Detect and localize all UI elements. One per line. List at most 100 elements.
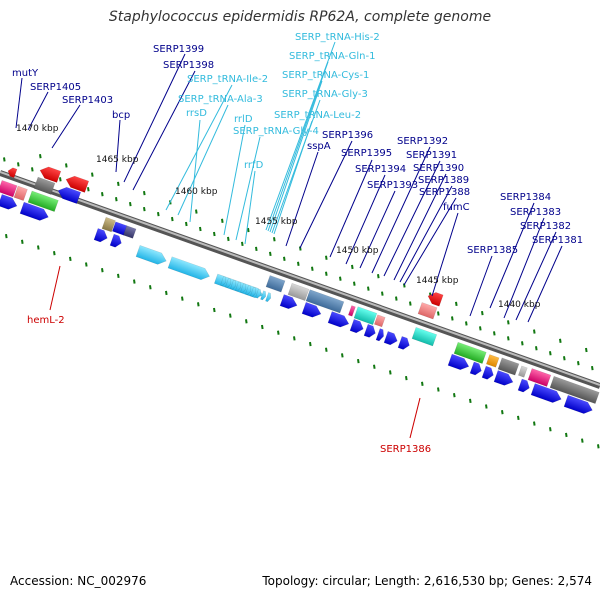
leader-line <box>489 202 535 309</box>
label-tRNA-Ile-2[interactable]: SERP_tRNA-Ile-2 <box>187 74 268 85</box>
label-SERP1399[interactable]: SERP1399 <box>153 44 204 55</box>
leader-line <box>223 124 246 236</box>
tick-dot <box>409 301 412 306</box>
cds-teal <box>411 326 438 347</box>
label-sspA[interactable]: sspA <box>307 141 331 152</box>
label-tRNA-Gly-3[interactable]: SERP_tRNA-Gly-3 <box>282 89 368 100</box>
label-rrsD[interactable]: rrsD <box>186 108 207 119</box>
tick-dot <box>421 381 424 386</box>
accession-text: Accession: NC_002976 <box>10 574 147 588</box>
tick-dot <box>213 307 216 313</box>
tick-dot <box>311 266 314 271</box>
label-mutY[interactable]: mutY <box>12 68 39 79</box>
tick-dot <box>341 353 344 358</box>
label-tRNA-Gln-1[interactable]: SERP_tRNA-Gln-1 <box>289 51 375 62</box>
tick-dot <box>229 313 232 318</box>
cds-forward <box>375 328 384 342</box>
tick-dot <box>277 330 280 335</box>
tick-dot <box>117 273 120 279</box>
label-SERP1381[interactable]: SERP1381 <box>532 235 583 246</box>
feature-shape <box>240 283 247 294</box>
tick-dot <box>377 274 380 279</box>
tick-label-1470: 1470 kbp <box>16 124 59 134</box>
feature-shape <box>417 302 438 320</box>
feature-shape <box>220 276 227 287</box>
tick-dot <box>563 356 566 361</box>
leader-line <box>285 151 319 247</box>
label-rrlD[interactable]: rrlD <box>234 114 253 125</box>
cds-forward <box>447 353 470 371</box>
label-SERP1405[interactable]: SERP1405 <box>30 82 81 93</box>
feature-shape <box>225 278 232 288</box>
tick-dot <box>453 393 456 398</box>
label-SERP1396[interactable]: SERP1396 <box>322 130 373 141</box>
label-SERP1395[interactable]: SERP1395 <box>341 148 392 159</box>
leader-line <box>527 245 563 323</box>
tick-dot <box>357 358 360 364</box>
tick-dot <box>395 296 398 301</box>
cds-gray <box>497 357 520 376</box>
feature-shape <box>411 326 438 347</box>
tick-dots <box>3 154 600 449</box>
feature-shape <box>469 361 482 376</box>
feature-shape <box>265 275 286 293</box>
label-SERP1389[interactable]: SERP1389 <box>418 175 469 186</box>
feature-shape <box>517 378 530 393</box>
label-SERP1390[interactable]: SERP1390 <box>413 163 464 174</box>
tick-dot <box>65 163 68 168</box>
leader-line <box>267 61 329 232</box>
tick-dot <box>39 154 42 159</box>
tick-dot <box>325 271 328 276</box>
tick-dot <box>91 172 94 177</box>
tick-dot <box>565 432 568 438</box>
label-bcp[interactable]: bcp <box>112 110 130 121</box>
label-SERP1384[interactable]: SERP1384 <box>500 192 551 203</box>
tick-dot <box>255 246 258 252</box>
label-SERP1391[interactable]: SERP1391 <box>406 150 457 161</box>
cds-reverse-red <box>39 166 62 183</box>
feature-shape <box>65 175 90 193</box>
cds-pink <box>527 368 552 387</box>
label-tRNA-His-2[interactable]: SERP_tRNA-His-2 <box>295 32 380 43</box>
label-SERP1394[interactable]: SERP1394 <box>355 164 406 175</box>
feature-shape <box>135 245 167 265</box>
label-hemL-2[interactable]: hemL-2 <box>27 315 65 326</box>
feature-shape <box>13 185 28 201</box>
cds-salmon <box>374 314 386 328</box>
label-tRNA-Gly-4[interactable]: SERP_tRNA-Gly-4 <box>233 126 319 137</box>
label-SERP1386[interactable]: SERP1386 <box>380 444 431 455</box>
feature-shape <box>279 294 298 310</box>
tick-dot <box>213 231 216 237</box>
tick-dot <box>133 279 136 284</box>
feature-shape <box>0 180 18 198</box>
cds-forward <box>327 311 350 328</box>
feature-shape <box>39 166 62 183</box>
label-SERP1403[interactable]: SERP1403 <box>62 95 113 106</box>
label-SERP1382[interactable]: SERP1382 <box>520 221 571 232</box>
leader-line <box>165 84 233 211</box>
tick-dot <box>241 241 244 247</box>
tick-dot <box>485 404 488 409</box>
label-rrfD[interactable]: rrfD <box>244 160 264 171</box>
label-tRNA-Cys-1[interactable]: SERP_tRNA-Cys-1 <box>282 70 369 81</box>
label-SERP1383[interactable]: SERP1383 <box>510 207 561 218</box>
tick-dot <box>309 341 312 347</box>
feature-shape <box>447 353 470 371</box>
label-SERP1385[interactable]: SERP1385 <box>467 245 518 256</box>
feature-shape <box>33 176 56 195</box>
leader-line <box>383 160 441 277</box>
cds-forward <box>469 361 482 376</box>
label-tRNA-Ala-3[interactable]: SERP_tRNA-Ala-3 <box>178 94 263 105</box>
label-SERP1398[interactable]: SERP1398 <box>163 60 214 71</box>
tick-dot <box>227 236 230 242</box>
tick-dot <box>507 320 510 325</box>
cds-reverse-red <box>7 167 18 179</box>
cds-forward <box>383 331 398 346</box>
label-SERP1393[interactable]: SERP1393 <box>367 180 418 191</box>
label-fumC[interactable]: fumC <box>443 202 470 213</box>
label-SERP1392[interactable]: SERP1392 <box>397 136 448 147</box>
tick-dot <box>143 190 146 196</box>
label-SERP1388[interactable]: SERP1388 <box>419 187 470 198</box>
label-tRNA-Leu-2[interactable]: SERP_tRNA-Leu-2 <box>274 110 361 121</box>
